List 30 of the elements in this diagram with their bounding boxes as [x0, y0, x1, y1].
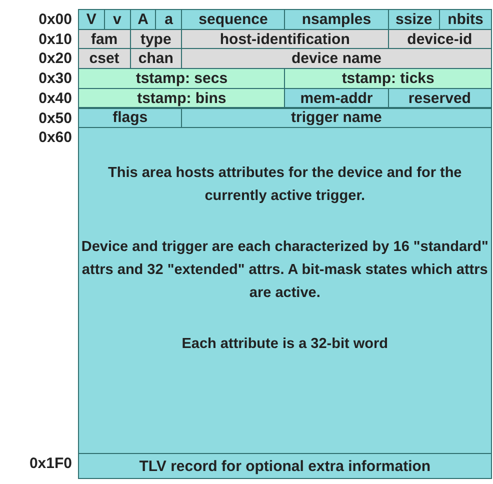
- field-cell: ssize: [388, 9, 440, 30]
- field-cell: a: [155, 9, 182, 30]
- address-offset: 0x50: [38, 110, 72, 126]
- address-offset: 0x40: [38, 90, 72, 107]
- address-offset: 0x60: [38, 129, 72, 146]
- field-cell: nsamples: [284, 9, 389, 30]
- address-offset: 0x1F0: [29, 455, 72, 472]
- address-offset: 0x30: [38, 70, 72, 88]
- description-text: This area hosts attributes for the device and for the currently active trigger.: [107, 164, 463, 206]
- memory-area: [78, 127, 492, 454]
- field-cell: mem-addr: [284, 88, 389, 108]
- field-cell: V: [78, 9, 105, 30]
- record-cell: TLV record for optional extra information: [78, 453, 492, 479]
- address-offset: 0x20: [38, 50, 72, 68]
- address-offset: 0x10: [38, 30, 72, 48]
- description-text: Device and trigger are each characterized by 16 "standard" attrs and 32 "extended" attrs. A bit-mask states which attrs are active.: [80, 238, 490, 304]
- field-cell: sequence: [181, 9, 286, 30]
- field-cell: cset: [78, 48, 131, 70]
- field-cell: v: [104, 9, 131, 30]
- field-cell: trigger name: [181, 108, 492, 128]
- field-cell: nbits: [439, 9, 492, 30]
- description-text: Each attribute is a 32-bit word: [180, 335, 390, 354]
- field-cell: device name: [181, 48, 492, 70]
- field-cell: tstamp: ticks: [284, 68, 492, 89]
- field-cell: tstamp: secs: [78, 68, 286, 89]
- field-cell: host-identification: [181, 28, 389, 50]
- field-cell: tstamp: bins: [78, 88, 286, 108]
- field-cell: chan: [130, 48, 182, 70]
- address-offset: 0x00: [38, 11, 72, 28]
- field-cell: reserved: [388, 88, 492, 108]
